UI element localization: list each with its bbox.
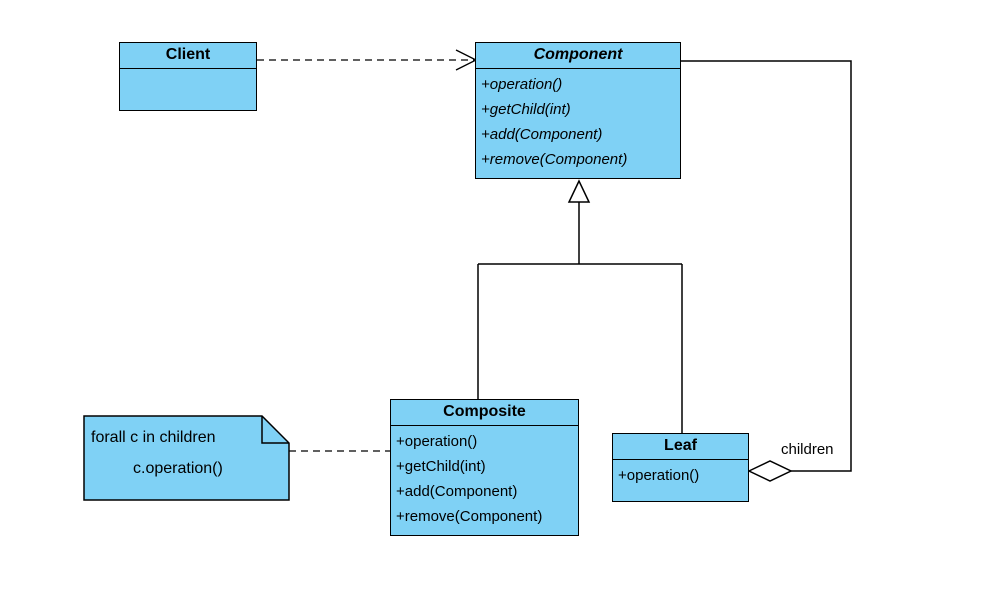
operation: +remove(Component) (481, 151, 628, 168)
aggregation-diamond-icon (747, 460, 793, 482)
class-component[interactable]: Component +operation() +getChild(int) +a… (475, 42, 681, 179)
operation: +operation() (396, 433, 478, 450)
generalization-triangle-icon (567, 179, 591, 203)
class-composite-operations: +operation() +getChild(int) +add(Compone… (391, 426, 578, 529)
class-leaf-operations: +operation() (613, 460, 748, 488)
operation: +remove(Component) (396, 508, 543, 525)
operation: +add(Component) (396, 483, 518, 500)
class-component-name: Component (476, 43, 680, 69)
note-fold (261, 416, 289, 444)
association-role-label: children (781, 441, 834, 458)
class-client-name: Client (120, 43, 256, 69)
class-leaf-name: Leaf (613, 434, 748, 460)
class-leaf[interactable]: Leaf +operation() (612, 433, 749, 502)
operation: +operation() (481, 76, 563, 93)
class-composite[interactable]: Composite +operation() +getChild(int) +a… (390, 399, 579, 536)
class-component-operations: +operation() +getChild(int) +add(Compone… (476, 69, 680, 172)
note-shape (83, 415, 290, 501)
note-text-line2: c.operation() (133, 460, 223, 477)
class-client[interactable]: Client (119, 42, 257, 111)
operation: +operation() (618, 467, 700, 484)
operation: +getChild(int) (396, 458, 486, 475)
note-text-line1: forall c in children (91, 429, 216, 446)
aggregation-line (681, 60, 852, 472)
operation: +getChild(int) (481, 101, 571, 118)
operation: +add(Component) (481, 126, 603, 143)
class-composite-name: Composite (391, 400, 578, 426)
